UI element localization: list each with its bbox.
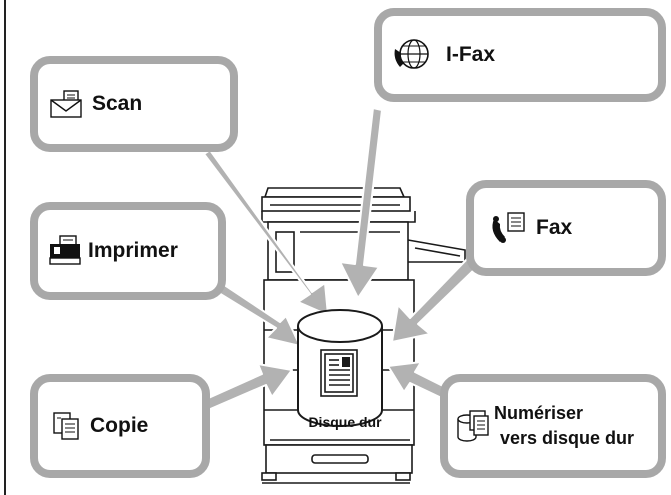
copy-box: Copie (30, 374, 210, 478)
envelope-scan-icon (50, 90, 82, 118)
arrow-scan (203, 149, 329, 316)
arrow-copy (203, 363, 293, 411)
ifax-label: I-Fax (446, 43, 496, 66)
fax-box: Fax (466, 180, 666, 276)
scan-to-disk-box: Numériser vers disque dur (440, 374, 666, 478)
arrow-ifax (339, 107, 383, 299)
arrow-print (213, 281, 301, 347)
printer-icon (49, 235, 81, 265)
arrow-fax (391, 257, 479, 343)
internet-fax-icon (394, 39, 429, 69)
copy-pages-icon (53, 412, 79, 440)
arrows (203, 107, 479, 411)
document-icon (320, 349, 358, 397)
ifax-box: I-Fax (374, 8, 666, 102)
scan-label: Scan (92, 92, 143, 115)
print-label: Imprimer (88, 239, 178, 262)
telephone-fax-icon (492, 212, 525, 243)
scan-to-disk-label-line1: Numériser (494, 403, 584, 423)
print-box: Imprimer (30, 202, 226, 300)
hard-disk-label: Disque dur (308, 414, 382, 430)
scan-box: Scan (30, 56, 238, 152)
scan-to-disk-label-line2: vers disque dur (500, 428, 635, 448)
copy-label: Copie (90, 414, 149, 437)
scan-to-disk-icon (457, 410, 489, 442)
fax-label: Fax (536, 216, 573, 239)
